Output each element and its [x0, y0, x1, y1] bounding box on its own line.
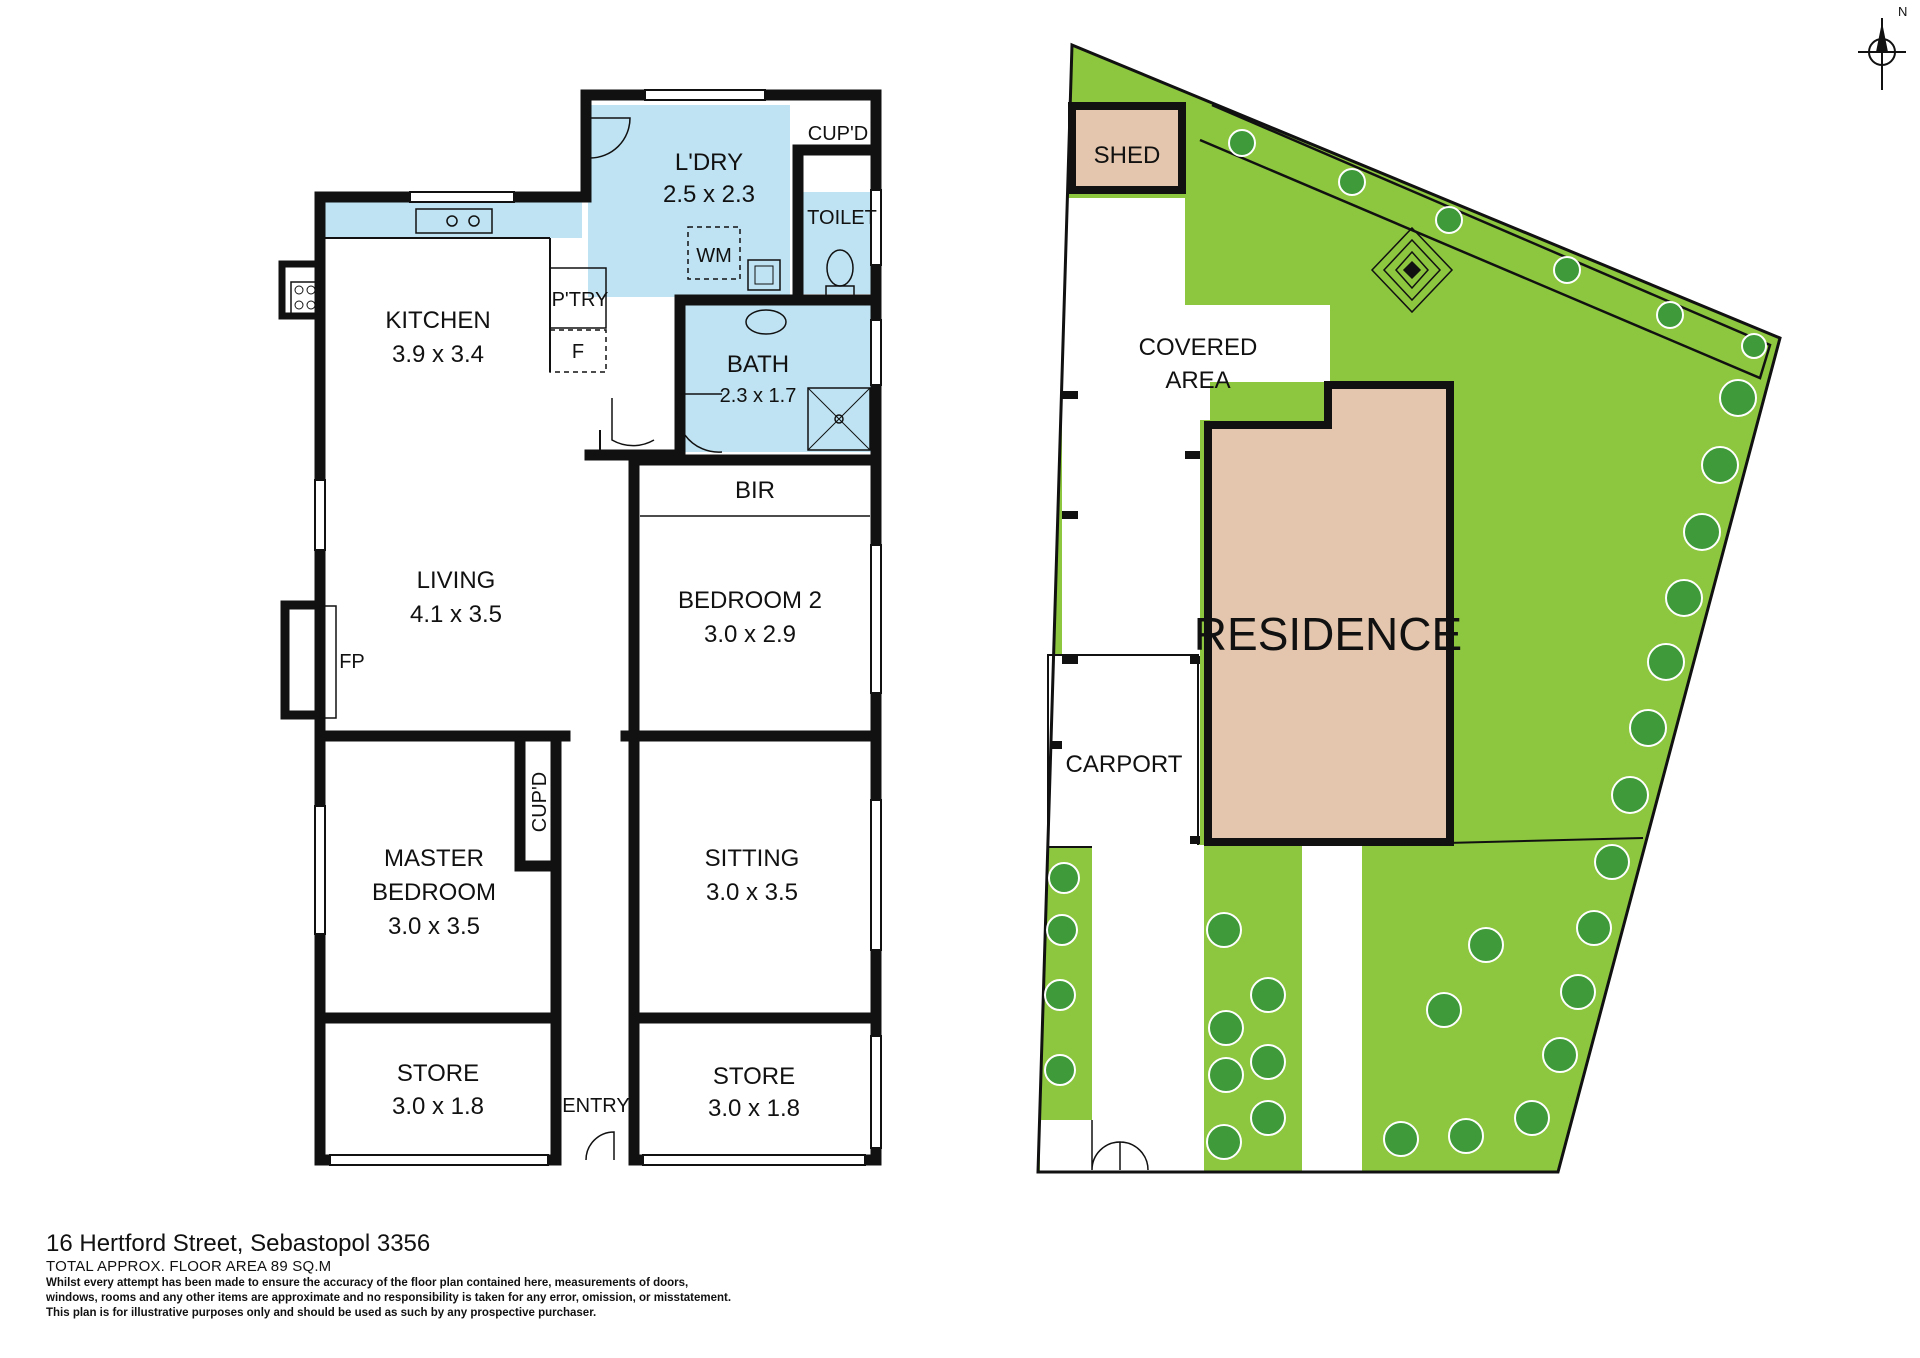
kitchen-size: 3.9 x 3.4	[392, 341, 484, 368]
shed-label: SHED	[1094, 142, 1161, 169]
toilet-label: TOILET	[807, 207, 877, 229]
store-left-size: 3.0 x 1.8	[392, 1093, 484, 1120]
bedroom2-size: 3.0 x 2.9	[704, 621, 796, 648]
floor-plan-fixtures	[290, 89, 882, 1166]
path-strip	[1302, 845, 1362, 1172]
kitchen-name: KITCHEN	[385, 307, 490, 334]
gate-doors	[1091, 1120, 1149, 1171]
store-right-name: STORE	[713, 1063, 795, 1090]
covered-area-label-1: COVERED	[1139, 334, 1258, 361]
entry-label: ENTRY	[562, 1095, 629, 1117]
site-boundary	[1036, 42, 1782, 1174]
carport	[1047, 654, 1199, 848]
kitchen-bench-area	[320, 200, 582, 238]
pantry-label: P'TRY	[552, 289, 609, 311]
site-wall-markers	[1052, 391, 1200, 844]
bath-size: 2.3 x 1.7	[720, 385, 797, 407]
covered-area-label-2: AREA	[1165, 367, 1230, 394]
compass-icon: N	[1858, 4, 1907, 90]
bedroom2-name: BEDROOM 2	[678, 587, 822, 614]
fridge-label: F	[572, 341, 584, 363]
store-left-name: STORE	[397, 1060, 479, 1087]
site-trees	[1044, 129, 1767, 1160]
compass-north-label: N	[1898, 4, 1907, 19]
residence	[1204, 381, 1454, 846]
living-size: 4.1 x 3.5	[410, 601, 502, 628]
site-plan: SHED COVERED AREA RESIDENCE CARPORT N	[1036, 4, 1907, 1174]
bir-label: BIR	[735, 477, 775, 504]
laundry-size: 2.5 x 2.3	[663, 181, 755, 208]
sitting-size: 3.0 x 3.5	[706, 879, 798, 906]
store-right-size: 3.0 x 1.8	[708, 1095, 800, 1122]
disclaimer-line-1: Whilst every attempt has been made to en…	[46, 1277, 689, 1289]
bath-name: BATH	[727, 351, 789, 378]
driveway	[1092, 845, 1204, 1172]
cupboard-master-label: CUP'D	[529, 772, 551, 833]
laundry-name: L'DRY	[675, 149, 743, 176]
residence-label: RESIDENCE	[1194, 608, 1462, 660]
toilet-floor	[798, 192, 876, 294]
floor-plan-labels: L'DRY 2.5 x 2.3 WM CUP'D TOILET P'TRY F …	[339, 123, 877, 1122]
washing-machine-label: WM	[696, 245, 732, 267]
master-name-2: BEDROOM	[372, 879, 496, 906]
garden-bed-border	[1199, 103, 1772, 380]
sitting-name: SITTING	[705, 845, 800, 872]
disclaimer-line-2: windows, rooms and any other items are a…	[46, 1292, 732, 1304]
living-name: LIVING	[417, 567, 496, 594]
disclaimer-line-3: This plan is for illustrative purposes o…	[46, 1307, 597, 1319]
floor-area: TOTAL APPROX. FLOOR AREA 89 SQ.M	[46, 1258, 332, 1275]
bath-floor	[680, 300, 875, 452]
cupboard-top-label: CUP'D	[808, 123, 869, 145]
feature-pyramid	[1370, 226, 1454, 314]
master-size: 3.0 x 3.5	[388, 913, 480, 940]
gate-area	[1040, 1120, 1092, 1172]
fireplace-label: FP	[339, 651, 365, 673]
carport-label: CARPORT	[1066, 751, 1183, 778]
shed	[1068, 102, 1186, 194]
property-address: 16 Hertford Street, Sebastopol 3356	[46, 1230, 431, 1257]
site-plan-labels: SHED COVERED AREA RESIDENCE CARPORT	[1066, 142, 1463, 778]
footer: 16 Hertford Street, Sebastopol 3356 TOTA…	[46, 1230, 1046, 1321]
floor-plan: L'DRY 2.5 x 2.3 WM CUP'D TOILET P'TRY F …	[278, 89, 882, 1166]
laundry-floor	[588, 105, 790, 297]
master-name-1: MASTER	[384, 845, 484, 872]
fence-line	[1365, 837, 1644, 846]
